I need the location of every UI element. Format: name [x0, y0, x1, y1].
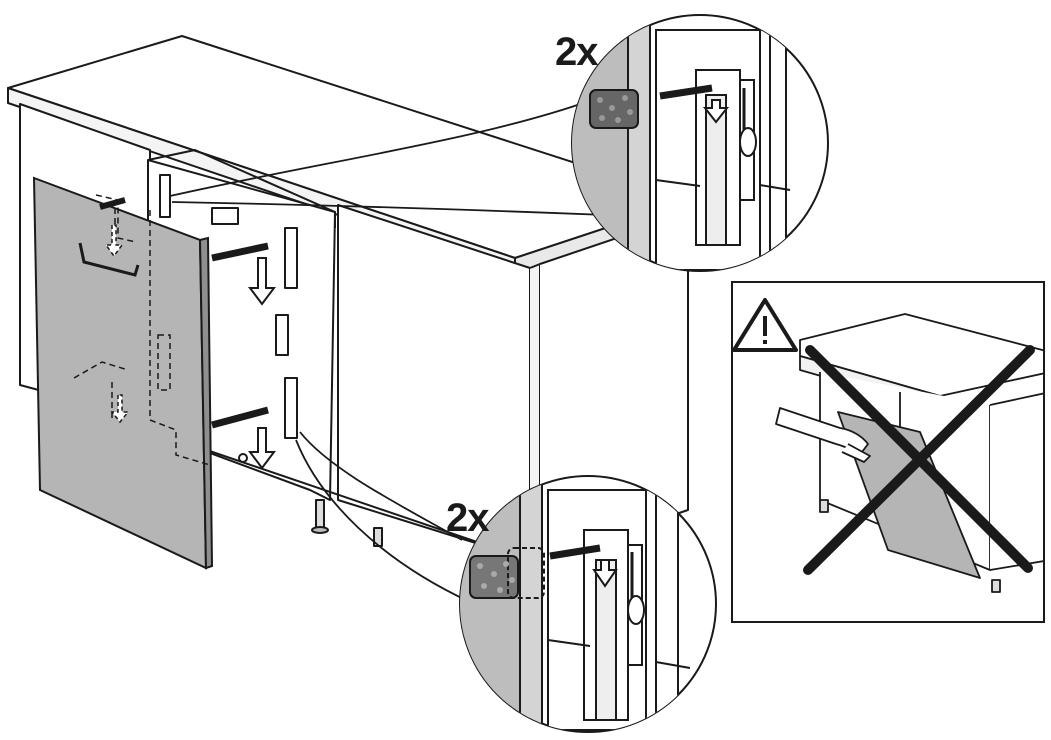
panel-handle: [78, 242, 140, 277]
direction-arrows: [99, 197, 276, 470]
warning-panel: [731, 281, 1045, 623]
cross-icon: [803, 345, 1035, 575]
right-cabinet: [337, 204, 531, 561]
top-quantity-label: 2x: [555, 30, 598, 74]
warning-triangle-icon: [732, 298, 798, 352]
front-panel: [32, 176, 214, 570]
callout-connectors: [169, 99, 607, 603]
bottom-quantity-label: 2x: [446, 496, 489, 540]
bottom-detail-callout: [459, 475, 717, 733]
